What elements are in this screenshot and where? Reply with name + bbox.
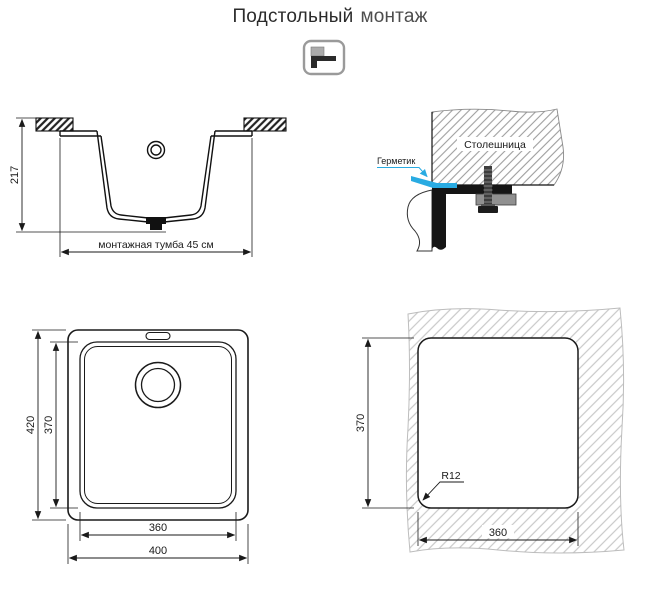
icon-sink-profile — [311, 56, 336, 68]
outer-height-dimension-label: 420 — [25, 416, 37, 434]
bolt-nut — [478, 206, 498, 213]
bowl-rim-edge — [79, 341, 237, 509]
corner-radius-label: R12 — [441, 470, 460, 482]
overflow-slot — [145, 331, 171, 341]
bowl-height-dimension-label: 370 — [43, 416, 55, 434]
drain-circle-inner — [140, 367, 176, 403]
overflow-hole — [146, 140, 166, 160]
cutout-height-dimension-label: 370 — [355, 414, 367, 432]
sink-bowl-outline — [59, 130, 253, 223]
bowl-width-dimension — [79, 512, 237, 541]
page-title: Подстольный монтаж — [0, 6, 660, 28]
sealant-leader-line — [377, 167, 428, 178]
countertop-section-left — [35, 117, 74, 132]
countertop-section-right — [243, 117, 287, 132]
cabinet-dimension-label: монтажная тумба 45 см — [98, 239, 213, 251]
overflow-hole-inner — [150, 144, 162, 156]
cross-section-diagram: 217 монтажная тумба 45 см — [9, 117, 287, 257]
corner-radius-leader — [422, 481, 464, 501]
cutout-width-dimension-label: 360 — [489, 527, 507, 539]
outer-width-dimension — [67, 524, 249, 564]
countertop-label: Столешница — [464, 139, 526, 151]
drain-fitting — [146, 217, 166, 230]
sink-outer-edge — [67, 329, 249, 521]
cutout-width-dimension — [417, 512, 579, 546]
clamp-bracket — [475, 193, 517, 206]
depth-dimension — [16, 117, 166, 233]
undermount-icon — [302, 39, 346, 81]
cutout-diagram: 370 360 R12 — [355, 307, 625, 554]
cutout-hole — [417, 337, 579, 509]
cabinet-dimension — [59, 138, 253, 257]
undermount-icon-svg — [302, 39, 346, 76]
cutout-width-label-halo — [482, 525, 514, 538]
bolt-threads — [483, 169, 493, 203]
icon-countertop-block — [310, 46, 325, 57]
bowl-height-dimension — [50, 341, 78, 509]
sink-top-view-outline — [67, 329, 249, 521]
page-title-primary: Подстольный — [232, 6, 354, 27]
outer-width-dimension-label: 400 — [149, 545, 167, 557]
mount-detail-diagram: Столешница Герметик — [377, 108, 565, 252]
page-title-secondary: монтаж — [360, 6, 428, 27]
bolt-washer — [481, 204, 495, 207]
sealant-bead — [411, 176, 457, 188]
bowl-width-dimension-label: 360 — [149, 522, 167, 534]
sealant-label: Герметик — [377, 156, 415, 166]
sink-rim-profile — [432, 185, 512, 250]
top-view-diagram: 420 370 360 400 — [25, 329, 249, 564]
break-line-piece — [406, 189, 433, 252]
outer-height-dimension — [32, 329, 66, 521]
drain-circle-outer — [134, 361, 182, 409]
bowl-inner-edge — [84, 346, 232, 504]
depth-dimension-label: 217 — [9, 166, 21, 184]
countertop-label-halo — [457, 137, 533, 151]
cutout-height-dimension — [362, 337, 414, 509]
